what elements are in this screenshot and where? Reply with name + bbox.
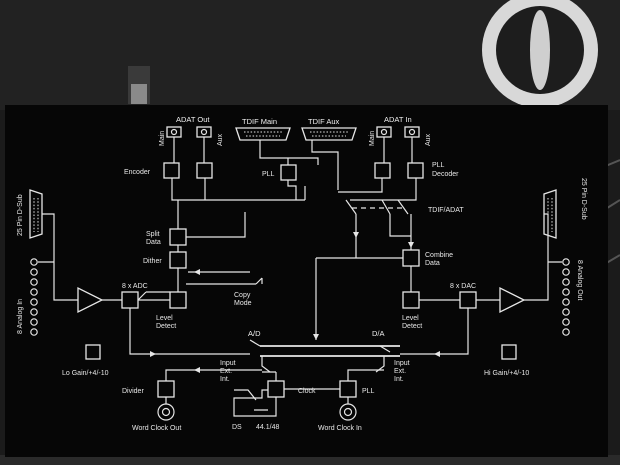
output-amp-triangle bbox=[499, 286, 526, 314]
hi-gain-label: Hi Gain/+4/-10 bbox=[484, 370, 529, 377]
adat-out-main-label: Main bbox=[159, 131, 166, 146]
hi-gain-switch[interactable] bbox=[501, 344, 517, 360]
tdif-aux-connector bbox=[301, 127, 357, 141]
analog-out-label: 8 Analog Out bbox=[576, 260, 583, 301]
clock-label: Clock bbox=[298, 388, 316, 395]
tdif-adat-label: TDIF/ADAT bbox=[428, 207, 464, 214]
combine-label-1: Combine bbox=[425, 252, 453, 259]
emblem-leaf bbox=[530, 10, 550, 90]
copy-mode-label-2: Mode bbox=[234, 300, 252, 307]
dsub-left-connector bbox=[29, 189, 43, 239]
divider-label: Divider bbox=[122, 388, 144, 395]
input-right-label-1: Input bbox=[394, 360, 410, 367]
rate-label: 44.1/48 bbox=[256, 424, 279, 431]
tdif-main-label: TDIF Main bbox=[242, 117, 277, 126]
dsub-right-connector bbox=[543, 189, 557, 239]
word-clock-out-bnc bbox=[157, 403, 175, 421]
analog-in-jacks bbox=[30, 258, 38, 336]
ad-label: A/D bbox=[248, 329, 261, 338]
word-clock-in-bnc bbox=[339, 403, 357, 421]
pll-top-label: PLL bbox=[262, 171, 275, 178]
tdif-main-connector bbox=[235, 127, 291, 141]
divider-block bbox=[157, 380, 175, 398]
level-detect-right-label-1: Level bbox=[402, 315, 419, 322]
adc-block bbox=[121, 291, 139, 309]
analog-in-label: 8 Analog In bbox=[17, 299, 24, 334]
analog-out-jacks bbox=[562, 258, 570, 336]
level-detect-right-label-2: Detect bbox=[402, 323, 422, 330]
adat-in-main-connector bbox=[376, 126, 392, 138]
pll-decoder-label-1: PLL bbox=[432, 162, 445, 169]
adat-in-label: ADAT In bbox=[384, 115, 412, 124]
pll-bottom-block bbox=[339, 380, 357, 398]
combine-data-block bbox=[402, 249, 420, 267]
pll-bottom-label: PLL bbox=[362, 388, 375, 395]
rack-bottom bbox=[0, 455, 620, 465]
split-label-1: Split bbox=[146, 231, 160, 238]
dsub-right-label: 25 Pin D-Sub bbox=[580, 178, 587, 220]
encoder-block bbox=[163, 162, 180, 179]
tdif-aux-label: TDIF Aux bbox=[308, 117, 340, 126]
level-detect-left-label-1: Level bbox=[156, 315, 173, 322]
input-left-label-1: Input bbox=[220, 360, 236, 367]
dac-bus-arrow bbox=[434, 351, 440, 357]
adat-in-aux-connector bbox=[404, 126, 420, 138]
combine-down-arrow bbox=[408, 242, 414, 248]
adat-out-aux-connector bbox=[196, 126, 212, 138]
adc-label: 8 x ADC bbox=[122, 283, 148, 290]
pll-decoder-main-block bbox=[374, 162, 391, 179]
ds-label: DS bbox=[232, 424, 242, 431]
encoder-aux-block bbox=[196, 162, 213, 179]
input-right-label-3: Int. bbox=[394, 376, 404, 383]
encoder-label: Encoder bbox=[124, 169, 151, 176]
dac-block bbox=[459, 291, 477, 309]
dsub-left-label: 25 Pin D-Sub bbox=[17, 194, 24, 236]
lo-gain-label: Lo Gain/+4/-10 bbox=[62, 370, 109, 377]
pll-decoder-block bbox=[407, 162, 424, 179]
divider-arrow bbox=[194, 367, 200, 373]
input-left-label-3: Int. bbox=[220, 376, 230, 383]
adat-out-main-connector bbox=[166, 126, 182, 138]
adat-out-aux-label: Aux bbox=[217, 133, 224, 146]
dither-block bbox=[169, 251, 187, 269]
pll-decoder-label-2: Decoder bbox=[432, 171, 459, 178]
clock-block bbox=[267, 380, 285, 398]
combine-label-2: Data bbox=[425, 260, 440, 267]
split-data-block bbox=[169, 228, 187, 246]
diagram-panel bbox=[5, 105, 608, 457]
bus-down-arrow bbox=[313, 334, 319, 340]
word-clock-in-label: Word Clock In bbox=[318, 425, 362, 432]
word-clock-out-label: Word Clock Out bbox=[132, 425, 181, 432]
dac-label: 8 x DAC bbox=[450, 283, 476, 290]
level-detect-left-block bbox=[169, 291, 187, 309]
input-amp-triangle bbox=[77, 286, 104, 314]
combine-feed-arrow bbox=[353, 232, 359, 238]
lo-gain-switch[interactable] bbox=[85, 344, 101, 360]
level-detect-left-label-2: Detect bbox=[156, 323, 176, 330]
input-right-label-2: Ext. bbox=[394, 368, 406, 375]
adat-in-aux-label: Aux bbox=[425, 133, 432, 146]
input-left-label-2: Ext. bbox=[220, 368, 232, 375]
pll-top-block bbox=[280, 164, 297, 181]
adat-out-label: ADAT Out bbox=[176, 115, 210, 124]
adat-in-main-label: Main bbox=[369, 131, 376, 146]
split-label-2: Data bbox=[146, 239, 161, 246]
connector-knob-left-cap bbox=[131, 84, 147, 104]
copy-mode-label-1: Copy bbox=[234, 292, 251, 299]
adc-bus-arrow bbox=[150, 351, 156, 357]
dither-arrow bbox=[194, 269, 200, 275]
level-detect-right-block bbox=[402, 291, 420, 309]
da-label: D/A bbox=[372, 329, 385, 338]
dither-label: Dither bbox=[143, 258, 162, 265]
